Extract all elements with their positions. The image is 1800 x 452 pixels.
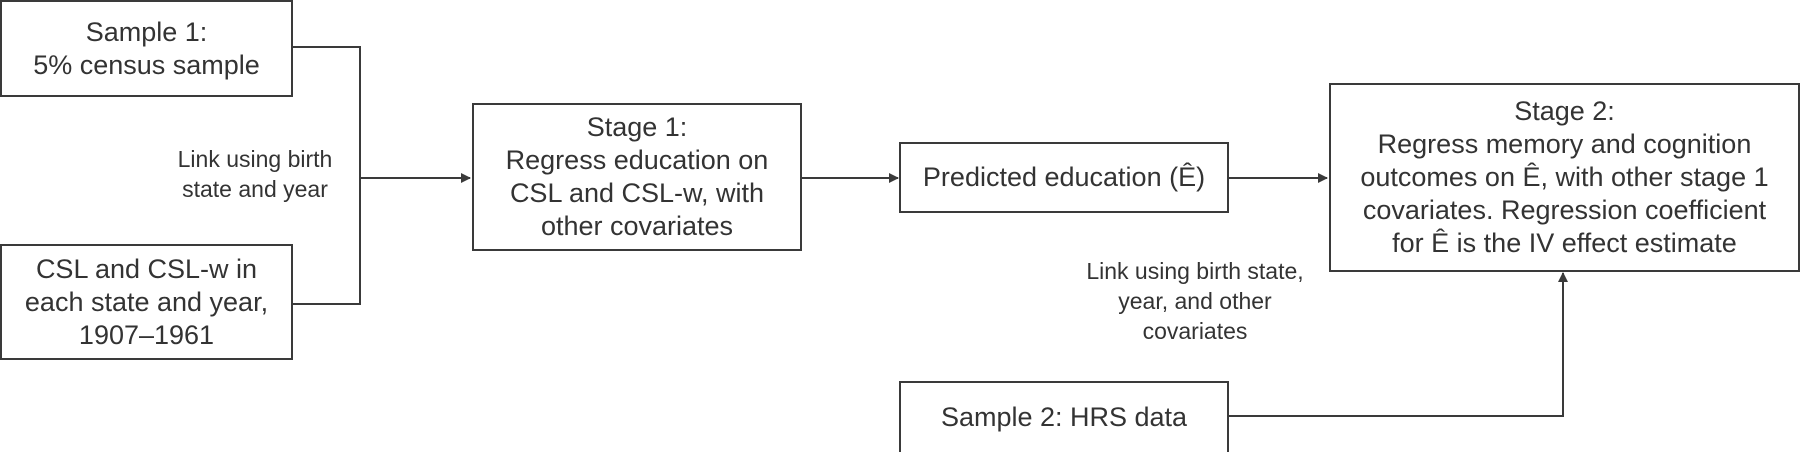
csl-line-1: CSL and CSL-w in <box>35 253 258 284</box>
stage1-line-3: CSL and CSL-w, with <box>509 178 765 208</box>
link-covariates-line-1: Link using birth state, <box>1086 258 1304 284</box>
stage2-line-4: covariates. Regression coefficient <box>1362 195 1767 225</box>
link-covariates-label: Link using birth state, year, and other … <box>1060 256 1330 346</box>
sample2-line-1: Sample 2: HRS data <box>940 402 1188 432</box>
predicted-line-1: Predicted education (Ê) <box>922 162 1206 192</box>
link-birth-label: Link using birth state and year <box>150 144 360 204</box>
csl-line-3: 1907–1961 <box>78 319 215 350</box>
stage2-line-1: Stage 2: <box>1514 96 1615 126</box>
stage2-box: Stage 2: Regress memory and cognition ou… <box>1329 83 1800 272</box>
connector-csl-join <box>293 178 361 305</box>
connector-sample1-join <box>293 46 361 178</box>
stage1-line-1: Stage 1: <box>586 112 688 142</box>
sample1-line-2: 5% census sample <box>33 49 260 80</box>
stage2-line-3: outcomes on Ê, with other stage 1 <box>1360 162 1769 192</box>
link-birth-line-2: state and year <box>182 176 328 202</box>
predicted-box: Predicted education (Ê) <box>899 142 1229 213</box>
arrow-sample2-to-stage2 <box>1229 272 1568 417</box>
stage1-line-4: other covariates <box>540 211 734 241</box>
link-birth-line-1: Link using birth <box>177 146 333 172</box>
link-covariates-line-2: year, and other <box>1118 288 1272 314</box>
sample1-line-1: Sample 1: <box>85 16 208 47</box>
stage1-line-2: Regress education on <box>505 145 769 175</box>
stage1-box: Stage 1: Regress education on CSL and CS… <box>472 103 802 251</box>
sample2-box: Sample 2: HRS data <box>899 381 1229 452</box>
csl-box: CSL and CSL-w in each state and year, 19… <box>0 244 293 360</box>
stage2-line-5: for Ê is the IV effect estimate <box>1392 228 1737 258</box>
link-covariates-line-3: covariates <box>1142 318 1248 344</box>
stage2-line-2: Regress memory and cognition <box>1377 129 1752 159</box>
csl-line-2: each state and year, <box>24 286 269 317</box>
sample1-box: Sample 1: 5% census sample <box>0 0 293 97</box>
